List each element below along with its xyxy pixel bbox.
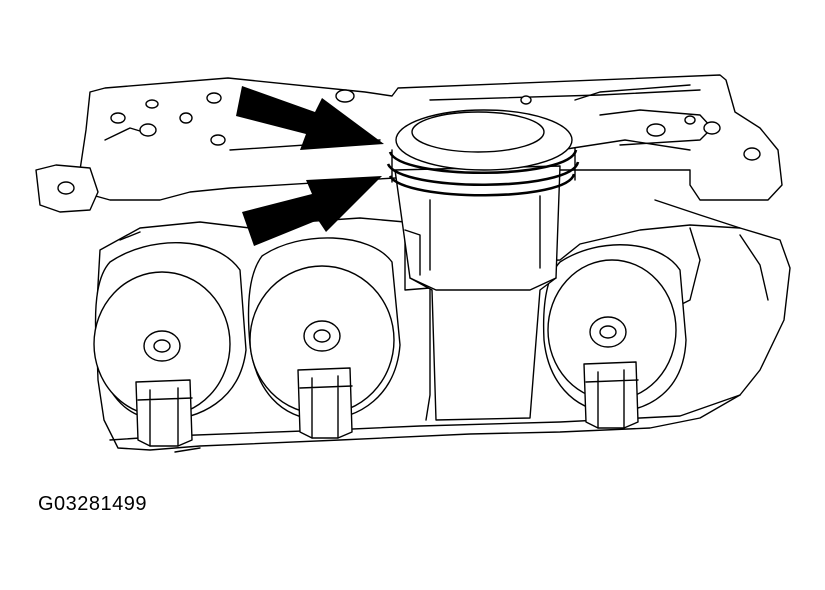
left-mounting-tab xyxy=(35,164,99,213)
central-bore xyxy=(394,165,561,421)
upper-seal-ring xyxy=(388,149,578,175)
solenoid-left xyxy=(93,241,247,421)
arrow-lower xyxy=(242,176,382,246)
seal-rings xyxy=(386,109,580,197)
arrow-upper xyxy=(236,86,384,150)
figure-id-label: G03281499 xyxy=(38,493,148,515)
middle-seal-ring xyxy=(386,161,580,187)
retaining-clips xyxy=(135,361,639,447)
solenoid-middle xyxy=(247,237,401,421)
lower-seal-ring xyxy=(388,173,576,197)
